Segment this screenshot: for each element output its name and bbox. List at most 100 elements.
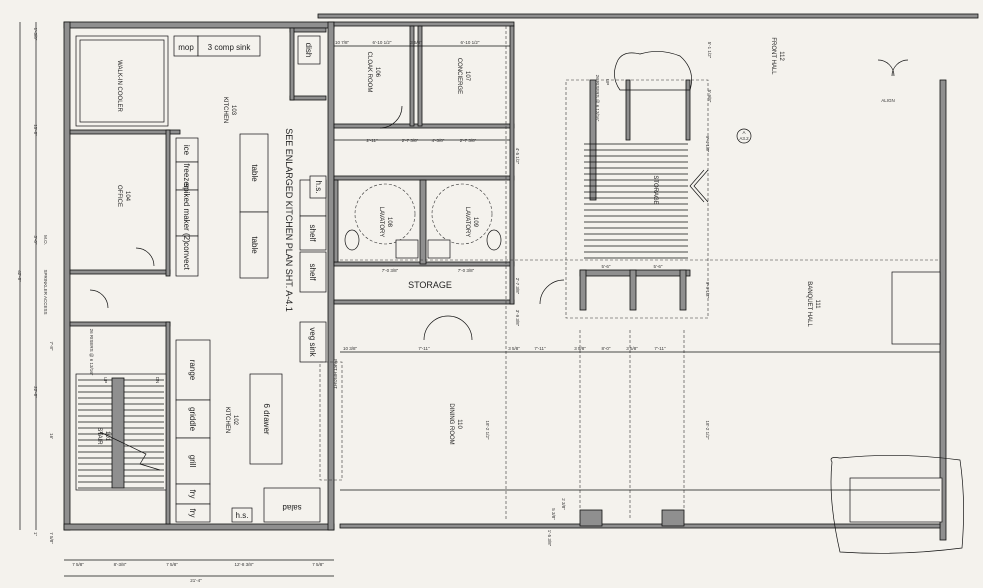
dim-row-2: 7'-11" <box>418 346 430 351</box>
note-stair-up-left: UP <box>103 377 108 383</box>
dim-row-1: 10 3/8" <box>343 346 358 351</box>
note-stair-risers-right: 26 RISERS @ 6 13/16" <box>595 75 600 122</box>
dim-left-6: 16' <box>49 433 54 439</box>
dim-top-3: 3 5/8" <box>410 40 422 45</box>
room-concierge-name: CONCIERGE <box>456 58 462 94</box>
room-cloak-room-number: 106 <box>374 67 380 78</box>
room-storage-right-name: STORAGE <box>652 175 658 204</box>
dim-bottom-5: 7 5/8" <box>312 562 324 567</box>
dim-mid-5: 4'-5 1/2" <box>515 148 520 165</box>
note-callout-a: A <box>742 130 745 135</box>
room-kitchen-top-number: 103 <box>230 105 236 116</box>
room-lavatory-left-number: 108 <box>386 217 392 228</box>
dim-row-5: 3 5/8" <box>574 346 586 351</box>
room-kitchen-bottom-name: KITCHEN <box>224 407 230 433</box>
dim-bottom-1: 7 5/8" <box>72 562 84 567</box>
dim-front-v: 9'-4 1/8" <box>705 136 710 153</box>
fixture-convect: convect <box>182 242 191 270</box>
fixture-fry-2: fry <box>188 509 197 518</box>
room-storage-mid-name: STORAGE <box>408 280 452 290</box>
dim-mid-2: 2'-7 3/8" <box>402 138 419 143</box>
dim-stor-3: 5'-6" <box>654 264 663 269</box>
fixture-table-2: table <box>250 236 259 254</box>
dim-dining-v: 18'-2 1/2" <box>485 421 490 440</box>
dimension-labels: 1'-3/8" 15'-8" 3'-0" 7'-8" 22'-8" 16' 1"… <box>17 28 712 583</box>
walkin-cooler <box>75 35 169 127</box>
room-lavatory-right-number: 109 <box>472 217 478 228</box>
room-banquet-hall-number: 111 <box>814 299 820 309</box>
fixture-fry-1: fry <box>188 490 197 499</box>
dim-row-3: 3 5/8" <box>508 346 520 351</box>
room-kitchen-bottom-number: 102 <box>232 415 238 426</box>
dim-mid-8: 2'-7 3/8" <box>515 278 520 295</box>
room-office-number: 104 <box>124 191 130 202</box>
fixture-grill: grill <box>188 455 197 468</box>
fixture-freezer: freezer <box>182 164 191 189</box>
dim-left-7: 1" <box>33 532 38 537</box>
fixture-shelf-1: shelf <box>308 225 317 243</box>
fixture-shelf-2: shelf <box>308 264 317 282</box>
note-sprinkler: SPRINKLER ACCESS <box>43 269 48 314</box>
dim-row-6: 8'-0" <box>602 346 611 351</box>
kitchen-block-walls <box>63 21 335 531</box>
fixture-dish: dish <box>304 43 313 58</box>
room-concierge-number: 107 <box>464 71 470 82</box>
dim-bottom-4: 12'-8 3/8" <box>235 562 254 567</box>
dimension-lines <box>19 22 940 577</box>
room-front-hall-name: FRONT HALL <box>770 37 776 75</box>
fixture-ice: ice <box>182 145 191 156</box>
room-cloak-room-name: CLOAK ROOM <box>366 52 372 93</box>
note-callout-sheet: A3.2 <box>739 136 749 141</box>
dim-stor-1: 3'-9 3/8" <box>515 310 520 327</box>
room-dining-room-name: DINING ROOM <box>448 403 454 444</box>
room-kitchen-top-name: KITCHEN <box>222 97 228 123</box>
fixture-griddle: griddle <box>188 407 197 432</box>
dim-bottom-2: 8'-3/8" <box>114 562 127 567</box>
fixture-mop: mop <box>178 43 194 52</box>
dim-mid-1: 2'-11" <box>366 138 378 143</box>
dim-lower-3: 5 3/8" <box>551 508 556 520</box>
room-walkin-cooler-name: WALK-IN COOLER <box>116 60 122 112</box>
room-banquet-hall-name: BANQUET HALL <box>806 281 812 327</box>
dim-lower-1: 1'-5 3/8" <box>547 530 552 547</box>
fixture-table-1: table <box>250 164 259 182</box>
dim-overall-left: 42'-8" <box>17 270 22 282</box>
room-office-name: OFFICE <box>116 185 122 207</box>
fixture-range: range <box>188 360 197 381</box>
dim-mid-3: 4'-3/8" <box>432 138 445 143</box>
dim-left-1: 1'-3/8" <box>33 28 38 41</box>
lavatories <box>344 183 502 259</box>
dim-banquet-v: 9'-9 1/2" <box>705 282 710 299</box>
fixture-six-drawer: 6 drawer <box>262 403 271 434</box>
dim-top-4: 6'-10 1/2" <box>461 40 480 45</box>
section-callout-circle <box>736 128 752 144</box>
kitchen-top-equipment <box>173 35 321 279</box>
dim-front-v2: 5'-1 1/2" <box>707 42 712 59</box>
room-dining-room-number: 110 <box>456 419 462 429</box>
note-part-height: PART HEIGHT <box>333 359 338 389</box>
fixture-veg-sink: veg sink <box>308 327 317 357</box>
note-align: ALIGN <box>881 98 895 103</box>
fixture-hs-bottom: h.s. <box>236 511 249 520</box>
fixture-hs-top: h.s. <box>314 181 323 194</box>
front-vestibule <box>830 271 964 554</box>
dim-bottom-3: 7 5/8" <box>166 562 178 567</box>
note-stair-up-right: UP <box>605 79 610 85</box>
dim-row-7: 3 5/8" <box>626 346 638 351</box>
dim-left-8: 7 5/8" <box>49 532 54 544</box>
room-lavatory-right-name: LAVATORY <box>464 207 470 237</box>
note-stair-risers-left: 26 RISERS @ 6 13/16" <box>89 329 94 376</box>
dim-dining-v2: 18'-2 1/2" <box>705 421 710 440</box>
room-stair-number: 101 <box>104 431 110 442</box>
room-front-hall-number: 112 <box>778 51 784 61</box>
dim-left-5: 22'-8" <box>33 386 38 398</box>
dim-left-3: 3'-0" <box>33 236 38 245</box>
room-labels: WALK-IN COOLER OFFICE 104 KITCHEN 103 KI… <box>96 37 820 445</box>
dim-lower-2: 2 3/8" <box>561 498 566 510</box>
drawing-notes: SEE ENLARGED KITCHEN PLAN SHT. A-4.1 26 … <box>43 75 895 389</box>
middle-block-walls <box>333 21 515 305</box>
fixture-salad: salad <box>282 503 301 512</box>
fixture-spiked-maker: spiked maker (2) <box>182 183 191 243</box>
dim-front-v3: 5'-9/8" <box>707 90 712 103</box>
